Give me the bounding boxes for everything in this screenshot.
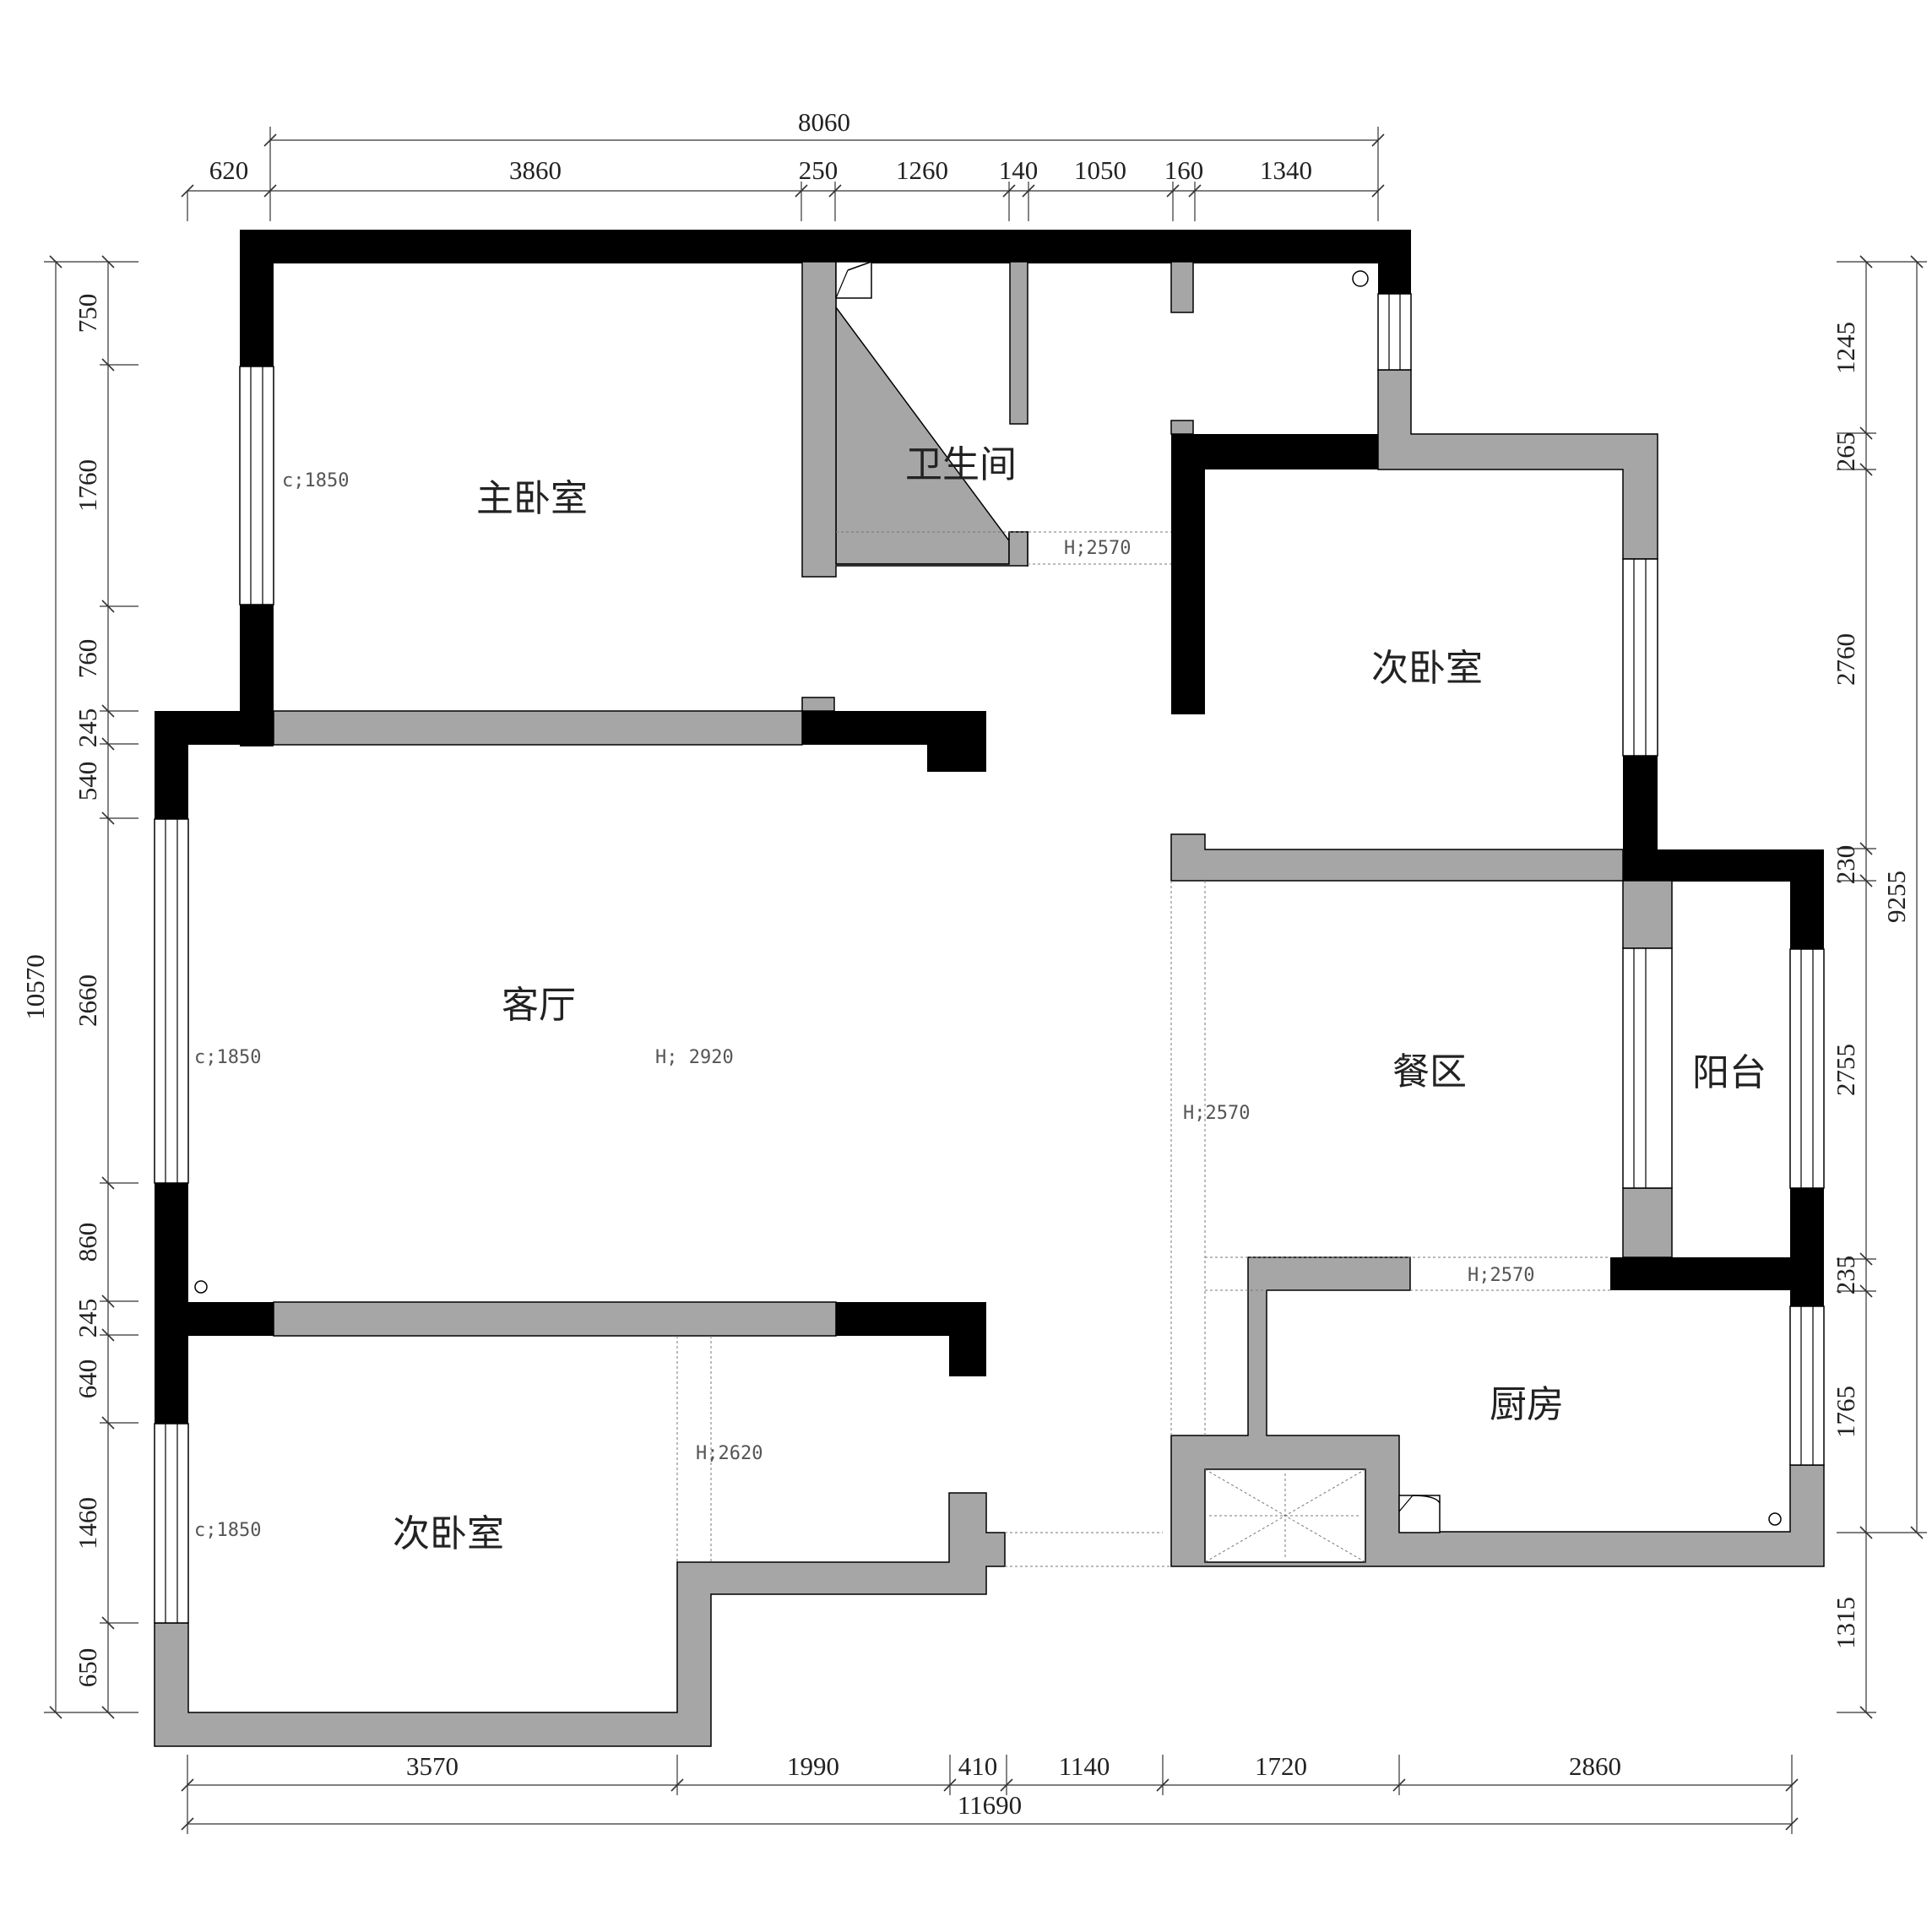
- dim-right: 235: [1831, 1256, 1860, 1295]
- dim-bottom: 1720: [1255, 1751, 1307, 1781]
- dim-left: 245: [73, 1299, 102, 1338]
- dimension-lines: [44, 127, 1927, 1834]
- note-height-bedroom-south: H;2620: [696, 1443, 762, 1464]
- markers: [194, 270, 1782, 1526]
- dim-right-total: 9255: [1881, 871, 1911, 923]
- annotations: c;1850 c;1850 c;1850 H; 2920 H;2570 H;25…: [194, 470, 1534, 1541]
- dim-left-total: 10570: [20, 954, 50, 1020]
- dim-left: 1760: [73, 459, 102, 512]
- note-height-bath: H;2570: [1064, 538, 1131, 559]
- room-balcony: 阳台: [1692, 1051, 1766, 1094]
- dim-top: 1050: [1074, 155, 1126, 185]
- dim-top: 1260: [896, 155, 948, 185]
- room-living-room: 客厅: [502, 984, 576, 1027]
- dim-bottom: 1990: [787, 1751, 839, 1781]
- drain-icon: [194, 1280, 208, 1294]
- dim-top: 620: [209, 155, 249, 185]
- room-master-bedroom: 主卧室: [476, 477, 588, 520]
- dim-bottom-total: 11690: [958, 1790, 1022, 1820]
- dim-top: 1340: [1260, 155, 1312, 185]
- dim-right: 2760: [1831, 633, 1860, 686]
- dim-left: 540: [73, 762, 102, 801]
- room-second-bedroom-south: 次卧室: [393, 1512, 504, 1555]
- dim-top-total: 8060: [798, 107, 850, 137]
- dim-right: 1315: [1831, 1597, 1860, 1649]
- walls: [154, 230, 1825, 1747]
- openings: [676, 531, 1610, 1567]
- note-ceiling-living: H; 2920: [655, 1047, 734, 1068]
- dim-right: 1245: [1831, 322, 1860, 374]
- note-window-bedroom-south: c;1850: [194, 1520, 261, 1541]
- dim-left: 2660: [73, 974, 102, 1027]
- dim-bottom: 2860: [1569, 1751, 1621, 1781]
- dim-bottom: 410: [958, 1751, 998, 1781]
- room-second-bedroom-east: 次卧室: [1371, 647, 1483, 690]
- dimension-labels: 8060 620 3860 250 1260 140 1050 160 1340…: [20, 107, 1911, 1820]
- drain-icon: [1352, 270, 1369, 287]
- dim-top: 160: [1164, 155, 1204, 185]
- room-kitchen: 厨房: [1490, 1383, 1564, 1426]
- note-height-kitchen: H;2570: [1468, 1265, 1534, 1286]
- dim-left: 640: [73, 1359, 102, 1399]
- dim-left: 760: [73, 639, 102, 679]
- windows: [154, 293, 1825, 1624]
- drain-icon: [1768, 1512, 1782, 1526]
- dim-right: 230: [1831, 845, 1860, 885]
- room-bathroom: 卫生间: [905, 443, 1017, 486]
- note-height-dining: H;2570: [1183, 1103, 1250, 1124]
- note-window-master: c;1850: [282, 470, 349, 491]
- dim-top: 140: [999, 155, 1039, 185]
- dim-bottom: 3570: [406, 1751, 459, 1781]
- dim-left: 860: [73, 1223, 102, 1262]
- dim-left: 245: [73, 708, 102, 748]
- dim-left: 750: [73, 294, 102, 334]
- room-dining: 餐区: [1392, 1050, 1467, 1094]
- dim-top: 250: [799, 155, 838, 185]
- room-labels: 主卧室 卫生间 次卧室 客厅 餐区 阳台 厨房 次卧室: [393, 443, 1766, 1555]
- dim-right: 1765: [1831, 1386, 1860, 1438]
- dim-left: 1460: [73, 1497, 102, 1549]
- dim-bottom: 1140: [1059, 1751, 1110, 1781]
- dim-right: 265: [1831, 432, 1860, 472]
- note-window-living: c;1850: [194, 1047, 261, 1068]
- dim-left: 650: [73, 1648, 102, 1688]
- dim-right: 2755: [1831, 1044, 1860, 1096]
- dim-top: 3860: [509, 155, 562, 185]
